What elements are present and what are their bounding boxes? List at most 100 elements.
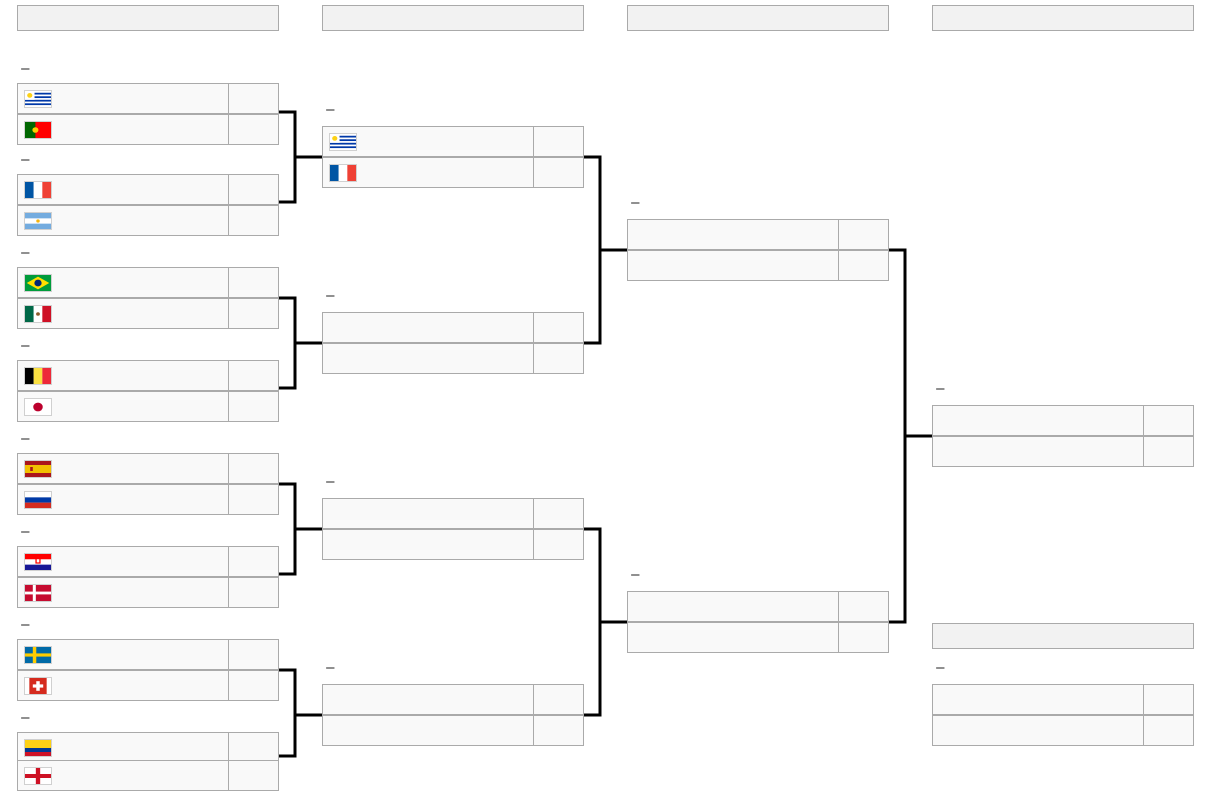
score-cell [534,157,584,188]
connector-line [584,155,627,345]
header-third-place[interactable] [932,623,1194,649]
r16-team-row [17,639,279,670]
score-cell [229,670,279,701]
date-venue-separator: – [17,430,34,447]
team-cell [322,312,534,343]
spain-flag [24,459,52,478]
portugal-flag [24,120,52,139]
score-cell [1144,715,1194,746]
qf-match-info: – [322,472,339,492]
score-cell [229,114,279,145]
r16-match-info: – [17,336,34,356]
england-flag [24,766,52,785]
score-cell [229,83,279,114]
connector-line [889,248,932,624]
r16-team-row [17,732,279,763]
qf-team-row [322,498,584,529]
uruguay-flag [329,132,357,151]
score-cell [534,529,584,560]
team-cell [627,622,839,653]
team-cell [17,83,229,114]
team-cell [627,250,839,281]
team-cell [932,684,1144,715]
date-venue-separator: – [627,194,644,211]
date-venue-separator: – [17,523,34,540]
qf-match-info: – [322,286,339,306]
team-cell [17,205,229,236]
score-cell [534,312,584,343]
connector-line [279,296,322,390]
score-cell [534,126,584,157]
team-cell [932,715,1144,746]
header-quarter-finals[interactable] [322,5,584,31]
r16-team-row [17,114,279,145]
france-flag [24,180,52,199]
team-cell [322,684,534,715]
r16-match-info: – [17,429,34,449]
qf-team-row [322,312,584,343]
team-cell [932,436,1144,467]
score-cell [229,360,279,391]
date-venue-separator: – [627,566,644,583]
header-round-of-16[interactable] [17,5,279,31]
r16-team-row [17,670,279,701]
belgium-flag [24,366,52,385]
date-venue-separator: – [932,659,949,676]
team-cell [17,639,229,670]
date-venue-separator: – [17,60,34,77]
mexico-flag [24,304,52,323]
team-cell [17,732,229,763]
qf-team-row [322,529,584,560]
score-cell [839,250,889,281]
score-cell [229,546,279,577]
team-cell [17,114,229,145]
denmark-flag [24,583,52,602]
team-cell [932,405,1144,436]
header-final[interactable] [932,5,1194,31]
france-flag [329,163,357,182]
team-cell [322,715,534,746]
score-cell [839,591,889,622]
r16-match-info: – [17,243,34,263]
r16-team-row [17,205,279,236]
final-team-row [932,436,1194,467]
score-cell [229,174,279,205]
croatia-flag [24,552,52,571]
score-cell [229,453,279,484]
r16-team-row [17,360,279,391]
team-cell [322,498,534,529]
team-cell [17,391,229,422]
score-cell [534,715,584,746]
uruguay-flag [24,89,52,108]
team-cell [627,591,839,622]
team-cell [17,360,229,391]
sf-team-row [627,250,889,281]
team-cell [17,670,229,701]
date-venue-separator: – [17,616,34,633]
sf-match-info: – [627,565,644,585]
third-place-team-row [932,715,1194,746]
date-venue-separator: – [17,151,34,168]
score-cell [1144,436,1194,467]
date-venue-separator: – [322,287,339,304]
third-place-match-info: – [932,658,949,678]
date-venue-separator: – [17,337,34,354]
team-cell [17,546,229,577]
r16-team-row [17,83,279,114]
qf-team-row [322,157,584,188]
score-cell [1144,684,1194,715]
r16-team-row [17,391,279,422]
header-semi-finals[interactable] [627,5,889,31]
r16-team-row [17,174,279,205]
final-team-row [932,405,1194,436]
qf-match-info: – [322,658,339,678]
qf-team-row [322,126,584,157]
score-cell [534,498,584,529]
sf-team-row [627,622,889,653]
r16-team-row [17,577,279,608]
connector-line [279,110,322,204]
r16-match-info: – [17,615,34,635]
connector-line [584,527,627,717]
date-venue-separator: – [932,380,949,397]
